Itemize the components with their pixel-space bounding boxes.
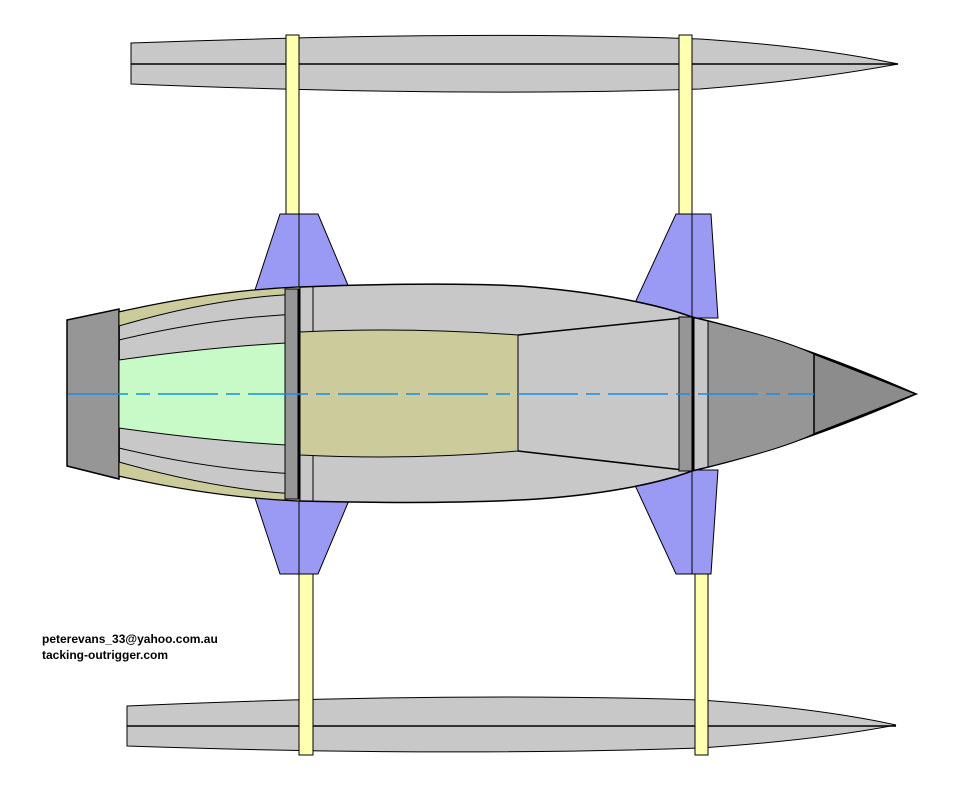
main-hull (66, 283, 919, 504)
bottom-outrigger-float (126, 696, 897, 753)
email-credit: peterevans_33@yahoo.com.au (42, 632, 218, 646)
bow-tip (813, 352, 919, 436)
top-outrigger-float (130, 34, 899, 93)
aft-top-fin (627, 213, 719, 319)
website-credit: tacking-outrigger.com (42, 648, 169, 662)
forward-bottom-fin (254, 497, 351, 575)
forward-top-fin (254, 213, 351, 291)
